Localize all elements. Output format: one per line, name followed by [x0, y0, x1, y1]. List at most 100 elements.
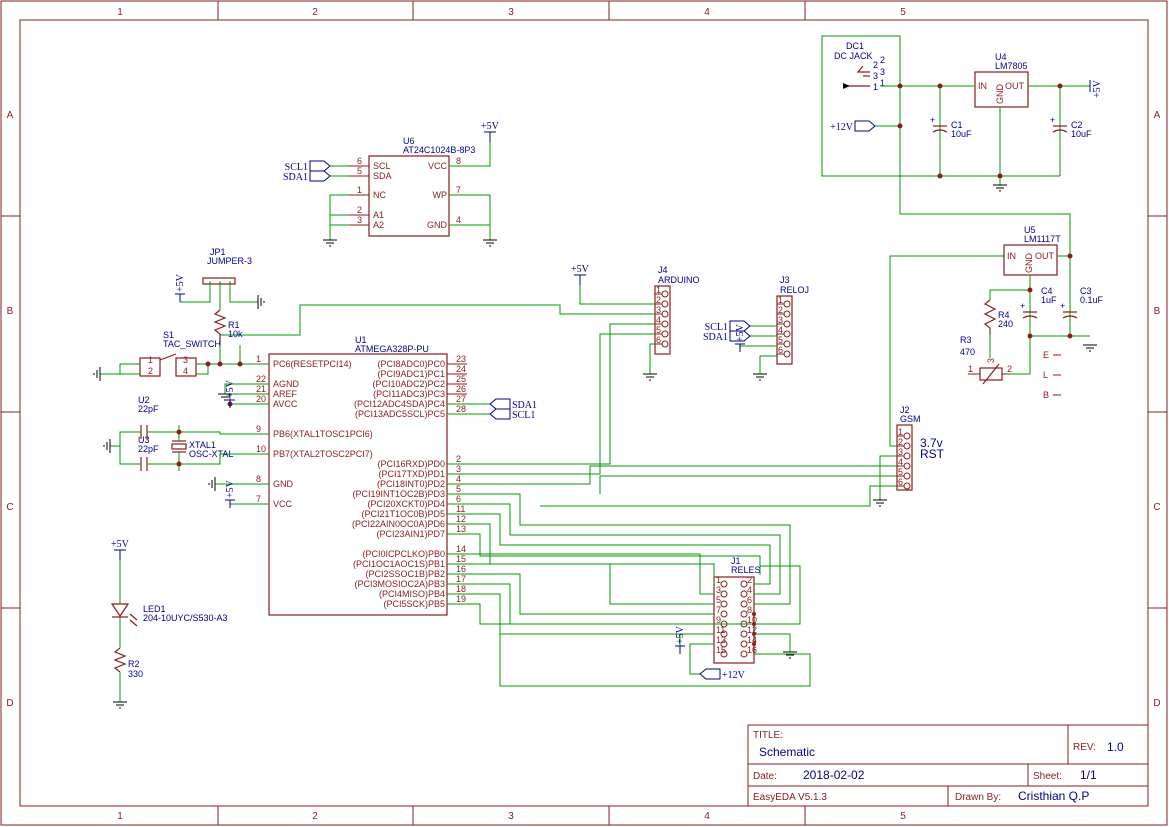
- dc1-pin: 3: [873, 71, 878, 81]
- dc1-pin-alt: 3: [880, 67, 885, 77]
- r4-value: 240: [998, 319, 1013, 329]
- u1-pin-number: 2: [456, 454, 461, 464]
- col-label-top: 5: [900, 7, 906, 18]
- drawn-value: Cristhian Q.P: [1018, 789, 1089, 803]
- j1-pin-number: 3: [716, 585, 721, 595]
- u6-eeprom[interactable]: U6 AT24C1024B-8P3: [368, 136, 475, 237]
- j2-pin-number: 4: [898, 457, 903, 467]
- c2-capacitor[interactable]: + C2 10uF: [1050, 115, 1092, 139]
- row-label-right: D: [1153, 698, 1160, 709]
- j2-pin-number: 2: [898, 437, 903, 447]
- u1-pin-name: (PCI16RXD)PD0: [377, 459, 445, 469]
- u1-pin-number: 12: [456, 514, 466, 524]
- j1-pin-circle: [740, 580, 748, 588]
- svg-text:1: 1: [968, 364, 973, 374]
- u1-pin-name: (PCI11ADC3)PC3: [373, 389, 445, 399]
- j4-ref: J4: [658, 265, 668, 275]
- u1-pin-name: (PCI8ADC0)PC0: [377, 359, 445, 369]
- j3-value: RELOJ: [780, 285, 809, 295]
- j4-pin-number: 2: [656, 295, 661, 305]
- j4-pin-number: 4: [656, 315, 661, 325]
- j3-reloj-connector[interactable]: J3 RELOJ: [776, 275, 809, 365]
- net-label: +12V: [722, 670, 746, 681]
- tool-label: EasyEDA V5.1.3: [753, 792, 827, 803]
- col-label-top: 3: [508, 7, 514, 18]
- j4-arduino-connector[interactable]: J4 ARDUINO: [654, 265, 700, 355]
- c1-capacitor[interactable]: + C1 10uF: [930, 115, 972, 139]
- c3-value: 0.1uF: [1080, 295, 1104, 305]
- r1-resistor[interactable]: R1 10k: [213, 309, 243, 345]
- u1-pin-number: 18: [456, 584, 466, 594]
- j1-pin-circle: [740, 650, 748, 658]
- j4-pin-number: 5: [656, 325, 661, 335]
- p5v-flag-label: +5V: [675, 625, 686, 644]
- dc1-ref: DC1: [846, 41, 864, 51]
- r3-value: 470: [960, 347, 975, 357]
- dc1-pin: 1: [873, 82, 878, 92]
- u6-pin-number: 2: [357, 205, 362, 215]
- j1-pin-circle: [720, 580, 728, 588]
- sheet-label: Sheet:: [1033, 771, 1062, 782]
- j1-reles-connector[interactable]: J1 RELES: [713, 556, 761, 664]
- j4-wiring: [220, 285, 655, 475]
- j1-pin-circle: [720, 600, 728, 608]
- j1-pin-number: 8: [747, 605, 752, 615]
- jp1-ref: JP1: [210, 247, 226, 257]
- u1-pin-number: 16: [456, 564, 466, 574]
- u1-pin-number: 25: [456, 374, 466, 384]
- dc1-pin: 2: [873, 60, 878, 70]
- col-label-top: 4: [704, 7, 710, 18]
- u1-pin-name: (PCI5SCK)PB5: [383, 599, 445, 609]
- u1-pin-name: (PCI1OC1AOC1S)PB1: [353, 559, 445, 569]
- u2-value: 22pF: [138, 404, 159, 414]
- sheet-value: 1/1: [1080, 768, 1097, 782]
- u4-ref: U4: [995, 52, 1007, 62]
- j1-pin-number: 16: [747, 645, 757, 655]
- net-label: SCL1: [705, 322, 728, 333]
- c4-capacitor[interactable]: + C4 1uF: [1020, 286, 1057, 319]
- j1-pin-number: 13: [716, 635, 726, 645]
- net-label-flag: [854, 120, 876, 132]
- u1-pin-name: AVCC: [273, 399, 298, 409]
- u1-pin-name: AREF: [273, 389, 298, 399]
- j3-pin-number: 2: [778, 305, 783, 315]
- u6-value: AT24C1024B-8P3: [403, 145, 475, 155]
- j3-pin-number: 4: [778, 325, 783, 335]
- r2-resistor[interactable]: R2 330: [113, 647, 143, 679]
- u1-pin-name: (PCI22AIN0OC0A)PD6: [352, 519, 445, 529]
- u4-lm7805[interactable]: U4 LM7805 IN OUT GND: [974, 52, 1029, 108]
- crystal-wiring: [110, 425, 269, 505]
- s1-switch[interactable]: S1 TAC_SWITCH 12 34: [139, 330, 221, 377]
- dc1-jack[interactable]: DC1 DC JACK 2 3 1 2 3 1: [834, 41, 885, 92]
- j2-gsm-connector[interactable]: J2 GSM 3.7v RST: [896, 405, 945, 491]
- p5v-flag-label: +5V: [225, 479, 236, 498]
- j1-pin-circle: [720, 610, 728, 618]
- c1-ref: C1: [951, 120, 963, 130]
- net-label: SCL1: [285, 162, 308, 173]
- r4-resistor[interactable]: R4 240: [983, 299, 1013, 334]
- c4-ref: C4: [1041, 286, 1053, 296]
- drawn-label: Drawn By:: [955, 792, 1001, 803]
- u2-ref: U2: [138, 395, 150, 405]
- u1-pin-name: (PCI21T1OC0B)PD5: [361, 509, 445, 519]
- u1-pin-number: 7: [256, 494, 261, 504]
- u4-out: OUT: [1005, 81, 1025, 91]
- net-label-flag: [489, 398, 511, 410]
- j1-pin-number: 5: [716, 595, 721, 605]
- u6-pin-number: 3: [357, 215, 362, 225]
- row-label-left: D: [6, 698, 13, 709]
- p5v-flag-label: +5V: [175, 273, 186, 292]
- u6-wiring: [329, 142, 491, 240]
- u6-pin-number: 8: [456, 156, 461, 166]
- jp1-jumper[interactable]: JP1 JUMPER-3: [202, 247, 252, 285]
- j3-pin-number: 3: [778, 315, 783, 325]
- u1-pin-name: (PCI4MISO)PB4: [379, 589, 445, 599]
- c3-capacitor[interactable]: + C3 0.1uF: [1060, 286, 1104, 319]
- net-label-flag: [699, 668, 721, 680]
- jp1-wiring: [180, 281, 258, 310]
- col-label-bottom: 1: [117, 811, 123, 822]
- led1-value: 204-10UYC/S530-A3: [143, 613, 228, 623]
- u6-pin-name: WP: [433, 190, 448, 200]
- j1-pin-number: 7: [716, 605, 721, 615]
